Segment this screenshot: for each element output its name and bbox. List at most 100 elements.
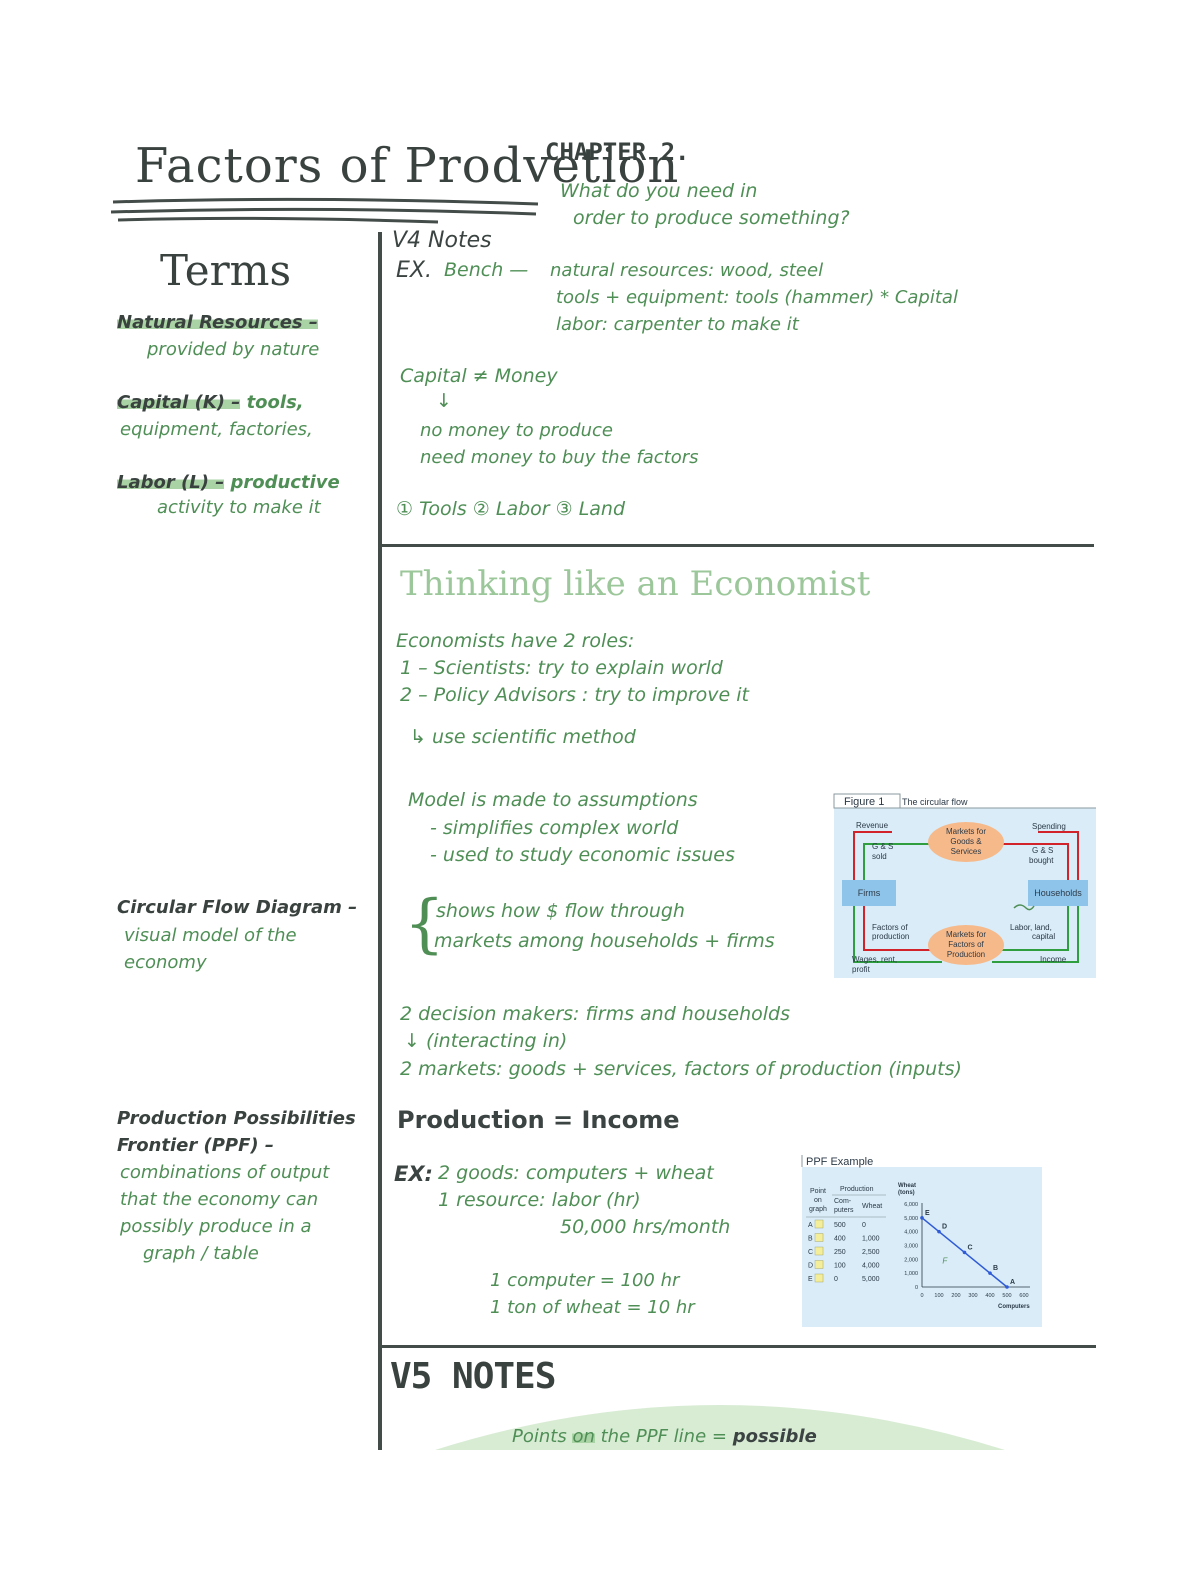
table-cell-wheat: 2,500 (862, 1249, 880, 1256)
svg-text:Income: Income (1040, 955, 1067, 964)
chapter-label: CHAPTER 2. (545, 138, 690, 166)
model-line-1: Model is made to assumptions (408, 789, 698, 811)
def-circular-flow-2: economy (124, 952, 207, 973)
model-line-3: - used to study economic issues (430, 844, 735, 866)
conversion-1: 1 computer = 100 hr (490, 1270, 680, 1291)
svg-text:Spending: Spending (1032, 822, 1066, 831)
title-underline (110, 197, 539, 224)
svg-text:Wheat: Wheat (862, 1203, 882, 1210)
need-money-line: need money to buy the factors (420, 447, 699, 468)
ppf-title: PPF Example (806, 1156, 873, 1168)
def-labor: activity to make it (157, 497, 321, 518)
svg-text:(tons): (tons) (898, 1190, 915, 1196)
spending-flow-arrow (1038, 831, 1079, 890)
ppf-point-label-f: F (942, 1256, 948, 1265)
svg-text:G & S: G & S (872, 842, 893, 851)
ppf-point-label: A (1010, 1279, 1015, 1286)
def-capital: equipment, factories, (120, 419, 313, 440)
table-cell-computers: 400 (834, 1236, 846, 1243)
v5-text-points: Points (512, 1426, 567, 1447)
capital-arrow: ↓ (436, 390, 452, 412)
handwritten-scribble (1013, 904, 1035, 911)
table-cell-point: E (808, 1276, 813, 1283)
term-labor: Labor (L) – productive (117, 472, 340, 493)
v5-text-on: on (572, 1426, 595, 1447)
svg-text:Markets for: Markets for (946, 827, 986, 836)
ppf-graph: Wheat (tons) 6,0005,0004,0003,0002,0001,… (898, 1183, 1030, 1310)
v4-ex-line-2: tools + equipment: tools (hammer) * Capi… (556, 287, 958, 308)
term-circular-flow: Circular Flow Diagram – (117, 897, 358, 918)
y-tick-label: 3,000 (904, 1244, 918, 1250)
ppf-point (1005, 1285, 1009, 1289)
labor-arrow (1000, 906, 1069, 951)
terms-heading: Terms (160, 246, 292, 295)
production-income: Production = Income (397, 1106, 680, 1134)
role-1: 1 – Scientists: try to explain world (400, 657, 723, 679)
v5-text-ppf: the PPF line = (600, 1426, 727, 1447)
section-divider-2 (380, 1345, 1096, 1348)
capital-money: Capital ≠ Money (400, 365, 558, 387)
x-tick-label: 300 (968, 1293, 977, 1299)
ppf-point-label: C (968, 1244, 973, 1251)
svg-text:Households: Households (1034, 888, 1082, 898)
vertical-divider (378, 232, 382, 1450)
svg-text:Production: Production (947, 950, 985, 959)
table-cell-point: D (808, 1263, 813, 1270)
decision-line-2: ↓ (interacting in) (404, 1030, 568, 1052)
y-tick-label: 4,000 (904, 1230, 918, 1236)
ppf-point (988, 1271, 992, 1275)
table-marker (814, 1260, 824, 1269)
goods-market-node (928, 822, 1004, 862)
table-marker (814, 1219, 824, 1229)
svg-text:Factors of: Factors of (948, 940, 984, 949)
ppf-figure: PPF Example Point on graph Production Co… (800, 1153, 1042, 1327)
v4-ex-line-3: labor: carpenter to make it (556, 314, 799, 335)
flow-line-1: shows how $ flow through (436, 900, 685, 922)
goods-sold-arrow (863, 843, 932, 880)
households-node (1028, 880, 1088, 906)
table-cell-wheat: 1,000 (862, 1236, 880, 1243)
v4-ex-label: EX. (396, 258, 432, 283)
figure-title: The circular flow (902, 797, 968, 807)
table-cell-computers: 0 (834, 1276, 838, 1283)
v4-ex-line-1: natural resources: wood, steel (550, 260, 824, 281)
svg-text:sold: sold (872, 852, 887, 861)
model-line-2: - simplifies complex world (430, 817, 679, 839)
v4-heading: V4 Notes (392, 228, 492, 253)
svg-text:bought: bought (1029, 856, 1054, 865)
v5-text-possible: possible (732, 1426, 817, 1447)
income-flow-arrow (992, 904, 1079, 963)
x-tick-label: 400 (985, 1293, 994, 1299)
v4-ex-subject: Bench — (444, 259, 529, 281)
svg-text:Services: Services (951, 847, 982, 856)
y-tick-label: 1,000 (904, 1271, 918, 1277)
y-tick-label: 0 (915, 1285, 918, 1291)
v5-heading: V5 NOTES (390, 1356, 556, 1397)
ppf-point (920, 1216, 924, 1220)
ex2-line-3: 50,000 hrs/month (560, 1216, 731, 1238)
factor-market-node (928, 925, 1004, 965)
firms-node (842, 880, 896, 906)
question-line-2: order to produce something? (573, 207, 850, 229)
v5-line-1: Points on the PPF line = possible (512, 1426, 817, 1447)
scientific-method: ↳ use scientific method (410, 726, 636, 748)
term-ppf-2: Frontier (PPF) – (117, 1135, 274, 1156)
svg-text:Goods &: Goods & (950, 837, 982, 846)
ppf-point-label: B (993, 1265, 998, 1272)
y-tick-label: 2,000 (904, 1257, 918, 1263)
x-tick-label: 100 (934, 1293, 943, 1299)
svg-text:Firms: Firms (858, 888, 881, 898)
def-ppf-4: graph / table (143, 1243, 259, 1264)
figure-label: Figure 1 (844, 796, 884, 808)
table-marker (814, 1246, 824, 1256)
def-circular-flow-1: visual model of the (124, 925, 297, 946)
term-ppf-1: Production Possibilities (117, 1108, 356, 1129)
table-marker (814, 1233, 824, 1242)
flow-line-2: markets among households + firms (434, 930, 775, 952)
x-tick-label: 200 (951, 1293, 960, 1299)
factors-arrow (863, 906, 932, 951)
svg-text:Computers: Computers (998, 1304, 1030, 1310)
table-cell-computers: 500 (834, 1222, 846, 1229)
ex2-line-2: 1 resource: labor (hr) (438, 1189, 641, 1211)
svg-text:Production: Production (840, 1186, 874, 1193)
